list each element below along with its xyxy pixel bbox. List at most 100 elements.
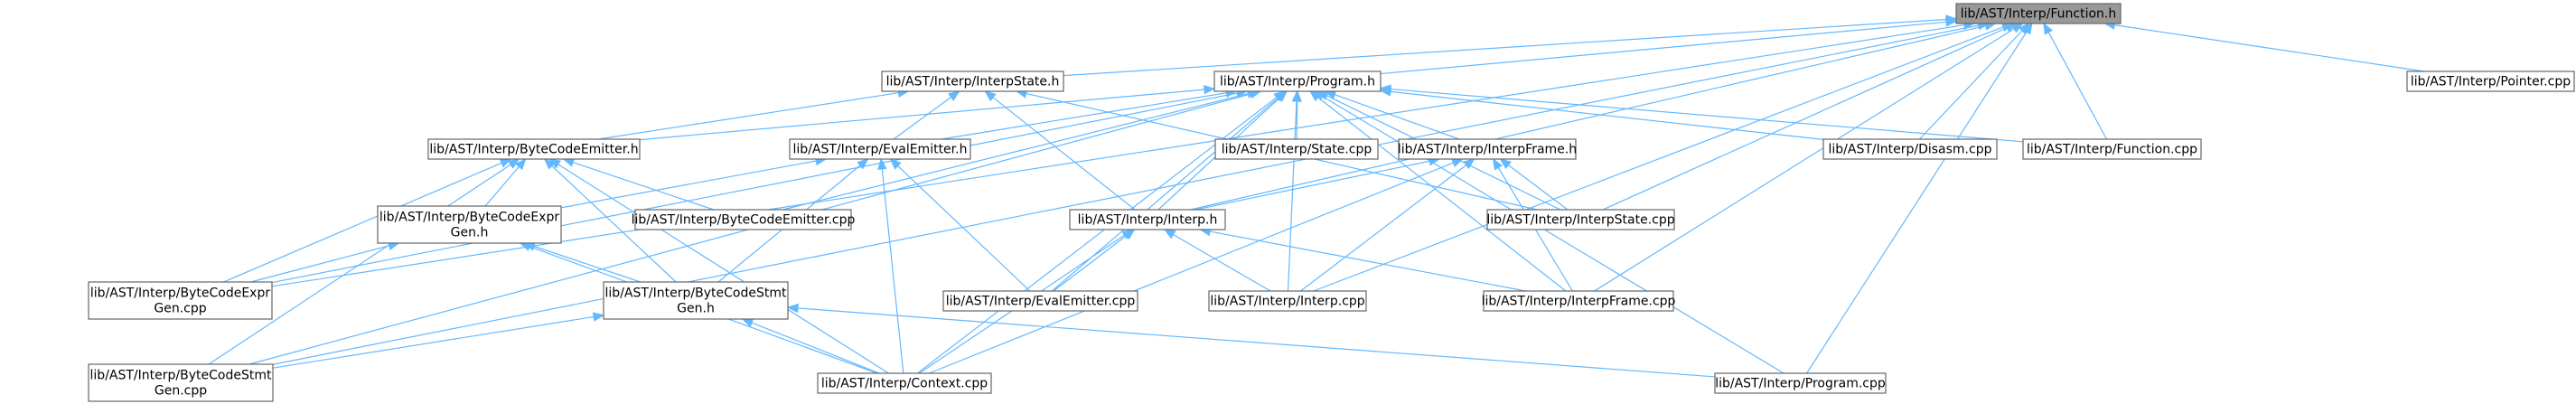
edge-line [929,162,1454,374]
edge-line [1806,31,2028,374]
node-box [1714,372,1887,394]
edge-program_h-to-disasm_cpp [1379,87,1824,140]
edge-arrowhead [1273,90,1286,102]
edge-arrowhead [857,158,869,170]
node-evalemitter-cpp[interactable]: lib/AST/Interp/EvalEmitter.cpp [942,290,1138,312]
edge-line [250,245,389,283]
node-interp-h[interactable]: lib/AST/Interp/Interp.h [1069,209,1226,230]
edge-line [1190,24,1986,211]
edge-line [992,97,1136,211]
edge-line [1287,100,1297,292]
node-label: lib/AST/Interp/InterpState.cpp [1486,213,1674,228]
node-box [427,138,641,160]
node-interpstate-h[interactable]: lib/AST/Interp/InterpState.h [881,70,1064,92]
node-label: lib/AST/Interp/Interp.h [1078,213,1218,228]
edge-program_h-to-function_cpp [1379,84,2024,143]
edge-arrowhead [1499,158,1512,170]
edge-line [1602,26,2008,211]
node-pointer-cpp[interactable]: lib/AST/Interp/Pointer.cpp [2406,70,2575,92]
edge-arrowhead [1379,84,1391,94]
edge-bytecodestmtgen_h-to-program_cpp [786,303,1716,378]
node-program-h[interactable]: lib/AST/Interp/Program.h [1213,70,1382,92]
node-label: Gen.cpp [155,384,207,399]
node-box [2406,70,2575,92]
node-label: lib/AST/Interp/ByteCodeEmitter.cpp [632,213,856,228]
edge-arrowhead [2022,22,2033,35]
node-context-cpp[interactable]: lib/AST/Interp/Context.cpp [817,372,992,394]
edge-line [223,162,502,283]
edge-arrowhead [519,242,532,251]
edge-line [1173,234,1271,292]
node-interpframe-h[interactable]: lib/AST/Interp/InterpFrame.h [1398,138,1577,160]
edge-line [1209,230,1526,292]
edge-bytecodeemitter_h-to-bytecodestmtgen_h [543,158,677,283]
edge-line [1390,88,2024,143]
edge-line [897,165,1031,292]
node-box [88,281,273,320]
node-bytecodeemitter-h[interactable]: lib/AST/Interp/ByteCodeEmitter.h [427,138,641,160]
edge-arrowhead [507,158,520,169]
node-function-cpp[interactable]: lib/AST/Interp/Function.cpp [2022,138,2202,160]
edge-line [2114,24,2425,72]
node-box [88,363,274,402]
node-state-cpp[interactable]: lib/AST/Interp/State.cpp [1214,138,1379,160]
edge-line [1594,28,2015,292]
edge-bytecodeexprgen_h-to-bytecodestmtgen_h [523,241,642,283]
edge-line [533,245,642,283]
edge-line [782,93,1249,211]
node-box [603,281,789,320]
node-box [377,205,562,244]
node-evalemitter-h[interactable]: lib/AST/Interp/EvalEmitter.h [789,138,971,160]
edge-line [272,24,1979,365]
node-box [1069,209,1226,230]
edge-bytecodeemitter_h-to-bytecodeexprgen_h [484,157,527,207]
edge-interp_h-to-interp_cpp [1163,229,1271,292]
node-box [1214,138,1379,160]
edge-line [797,307,1716,378]
edge-line [639,89,1205,141]
edges-layer [208,14,2425,378]
edge-interpframe_h-to-interpstate_cpp [1499,158,1569,211]
edge-program_h-to-evalemitter_cpp [1051,90,1288,292]
node-label: lib/AST/Interp/Program.cpp [1715,377,1886,391]
edge-bytecodeemitter_h-to-bytecodestmtgen_cpp [208,158,520,365]
edge-function_h-to-interpstate_h [1063,14,1958,77]
node-label: lib/AST/Interp/State.cpp [1222,143,1372,157]
node-interp-cpp[interactable]: lib/AST/Interp/Interp.cpp [1208,290,1367,312]
node-label: lib/AST/Interp/Interp.cpp [1210,295,1364,309]
node-bytecodeemitter-cpp[interactable]: lib/AST/Interp/ByteCodeEmitter.cpp [632,209,856,230]
edge-arrowhead [1450,158,1464,168]
edge-bytecodestmtgen_h-to-bytecodestmtgen_cpp [272,312,605,369]
node-label: lib/AST/Interp/ByteCodeStmt [90,369,272,383]
edge-line [751,322,880,374]
edge-arrowhead [1313,90,1325,101]
node-box [817,372,992,394]
edge-interpframe_h-to-interp_cpp [1300,158,1475,292]
node-label: lib/AST/Interp/InterpFrame.h [1398,143,1577,157]
node-box [1213,70,1382,92]
node-interpstate-cpp[interactable]: lib/AST/Interp/InterpState.cpp [1486,209,1675,230]
edge-function_h-to-program_h [1380,17,1958,75]
edge-program_h-to-interp_cpp [1287,89,1302,292]
edge-line [551,165,677,283]
edge-line [893,97,951,140]
edge-interpstate_h-to-evalemitter_h [893,90,960,140]
node-disasm-cpp[interactable]: lib/AST/Interp/Disasm.cpp [1822,138,1998,160]
node-label: Gen.cpp [154,302,206,316]
node-label: lib/AST/Interp/Function.cpp [2027,143,2197,157]
edge-line [208,164,511,365]
edge-arrowhead [515,157,527,171]
node-program-cpp[interactable]: lib/AST/Interp/Program.cpp [1714,372,1887,394]
edge-program_h-to-interpframe_h [1324,89,1460,140]
edge-function_h-to-pointer_cpp [2103,20,2425,72]
edge-interpstate_h-to-interp_h [984,90,1136,211]
node-label: lib/AST/Interp/EvalEmitter.cpp [946,295,1136,309]
node-interpframe-cpp[interactable]: lib/AST/Interp/InterpFrame.cpp [1482,290,1676,312]
node-function-h[interactable]: lib/AST/Interp/Function.h [1955,3,2122,24]
node-label: lib/AST/Interp/Context.cpp [821,377,988,391]
